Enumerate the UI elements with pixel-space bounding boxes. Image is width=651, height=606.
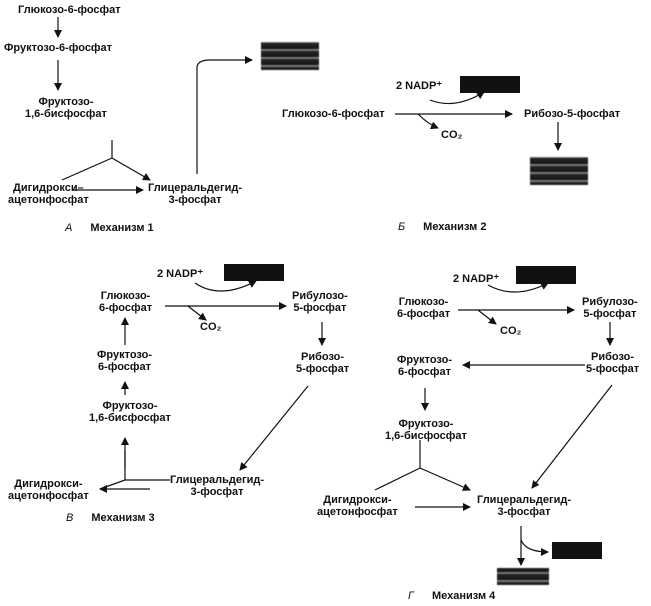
arrow-d-g3p-side [520, 539, 549, 556]
d-nadp: 2 NADP⁺ [453, 273, 500, 285]
b-redacted-nadph [460, 76, 520, 93]
c-co2: CO₂ [200, 321, 222, 333]
a-dhap: Дигидрокси–ацетонфосфат [8, 182, 89, 206]
d-f6p: Фруктозо-6-фосфат [397, 354, 452, 378]
c-f6p: Фруктозо-6-фосфат [97, 349, 152, 373]
arrow-c-co2 [187, 305, 207, 321]
arrow-a-g3p-out [196, 56, 253, 174]
c-f16bp: Фруктозо-1,6-бисфосфат [89, 400, 171, 424]
arrow-d-split [374, 440, 470, 490]
c-g3p: Глицеральдегид-3-фосфат [170, 474, 264, 498]
c-redacted-nadph [224, 264, 284, 281]
arrow-c-r5p-g3p [239, 385, 309, 471]
d-co2: CO₂ [500, 325, 522, 337]
a-redacted-product [261, 42, 319, 70]
d-redacted-side-product [552, 542, 602, 559]
d-f16bp: Фруктозо-1,6-бисфосфат [385, 418, 467, 442]
arrow-a-split [61, 140, 150, 180]
arrow-d-nadp [487, 282, 549, 293]
b-r5p: Рибозо-5-фосфат [524, 108, 621, 120]
b-g6p: Глюкозо-6-фосфат [282, 108, 385, 120]
arrow-d-r5p-g3p [531, 384, 613, 489]
a-g3p: Глицеральдегид-3-фосфат [148, 182, 242, 206]
b-redacted-product [530, 157, 588, 185]
c-nadp: 2 NADP⁺ [157, 268, 204, 280]
a-g6p: Глюкозо-6-фосфат [18, 4, 121, 16]
b-nadp: 2 NADP⁺ [396, 80, 443, 92]
a-f16bp: Фруктозо-1,6-бисфосфат [25, 96, 107, 120]
c-ru5p: Рибулозо-5-фосфат [292, 290, 348, 314]
d-g6p: Глюкозо-6-фосфат [397, 296, 451, 320]
a-f6p: Фруктозо-6-фосфат [4, 42, 113, 54]
c-dhap: Дигидрокси-ацетонфосфат [8, 478, 89, 502]
arrow-d-co2 [477, 309, 497, 325]
d-dhap: Дигидрокси-ацетонфосфат [317, 494, 398, 518]
b-co2: CO₂ [441, 129, 463, 141]
c-g6p: Глюкозо-6-фосфат [99, 290, 153, 314]
arrow-c-split [99, 450, 170, 490]
d-ru5p: Рибулозо-5-фосфат [582, 296, 638, 320]
d-g3p: Глицеральдегид-3-фосфат [477, 494, 571, 518]
arrow-b-co2 [417, 113, 439, 130]
arrow-c-nadp [194, 280, 257, 292]
d-r5p: Рибозо-5-фосфат [586, 351, 640, 375]
d-redacted-nadph [516, 266, 576, 284]
d-redacted-bottom-product [497, 568, 549, 585]
c-r5p: Рибозо-5-фосфат [296, 351, 350, 375]
arrow-b-nadp [429, 91, 485, 105]
